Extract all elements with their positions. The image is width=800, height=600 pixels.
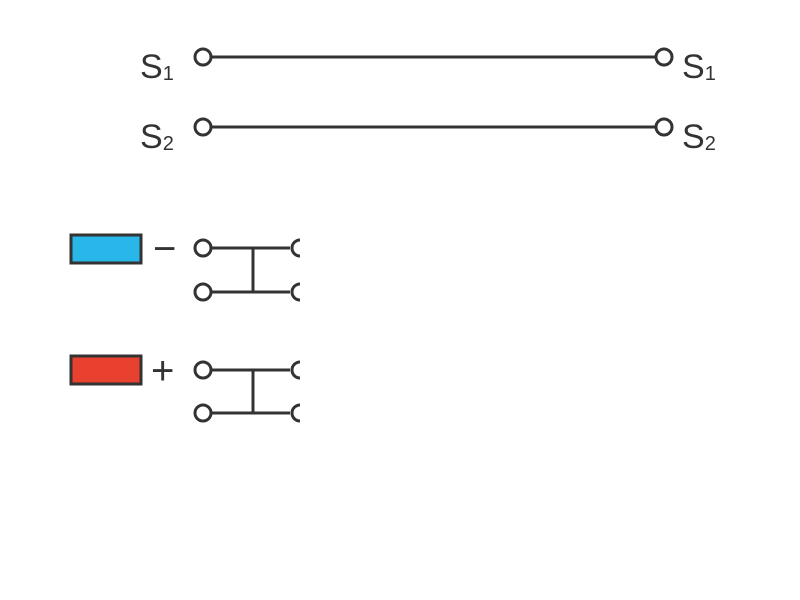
- signal-label-left-s2: S2: [140, 118, 174, 156]
- terminal-left-s1: [193, 47, 213, 67]
- signal-line-s1: S1 S1: [140, 47, 716, 86]
- terminal-right-s2: [654, 117, 674, 137]
- terminal-half-negative-top: [290, 238, 301, 258]
- negative-color-swatch: [69, 233, 143, 265]
- power-group-negative: −: [69, 227, 301, 302]
- terminal-negative-top: [193, 238, 213, 258]
- terminal-left-s2: [193, 117, 213, 137]
- signal-label-left-s1: S1: [140, 48, 174, 86]
- power-group-positive: +: [69, 349, 301, 423]
- terminal-negative-bottom: [193, 282, 213, 302]
- terminal-half-positive-top: [290, 360, 301, 380]
- terminal-right-s1: [654, 47, 674, 67]
- signal-line-s2: S2 S2: [140, 117, 716, 156]
- signal-label-right-s1: S1: [682, 48, 716, 86]
- negative-sign: −: [153, 227, 176, 271]
- terminal-half-positive-bottom: [290, 403, 301, 423]
- positive-sign: +: [151, 349, 174, 393]
- positive-color-swatch: [69, 354, 143, 386]
- signal-label-right-s2: S2: [682, 118, 716, 156]
- terminal-positive-bottom: [193, 403, 213, 423]
- terminal-half-negative-bottom: [290, 282, 301, 302]
- terminal-positive-top: [193, 360, 213, 380]
